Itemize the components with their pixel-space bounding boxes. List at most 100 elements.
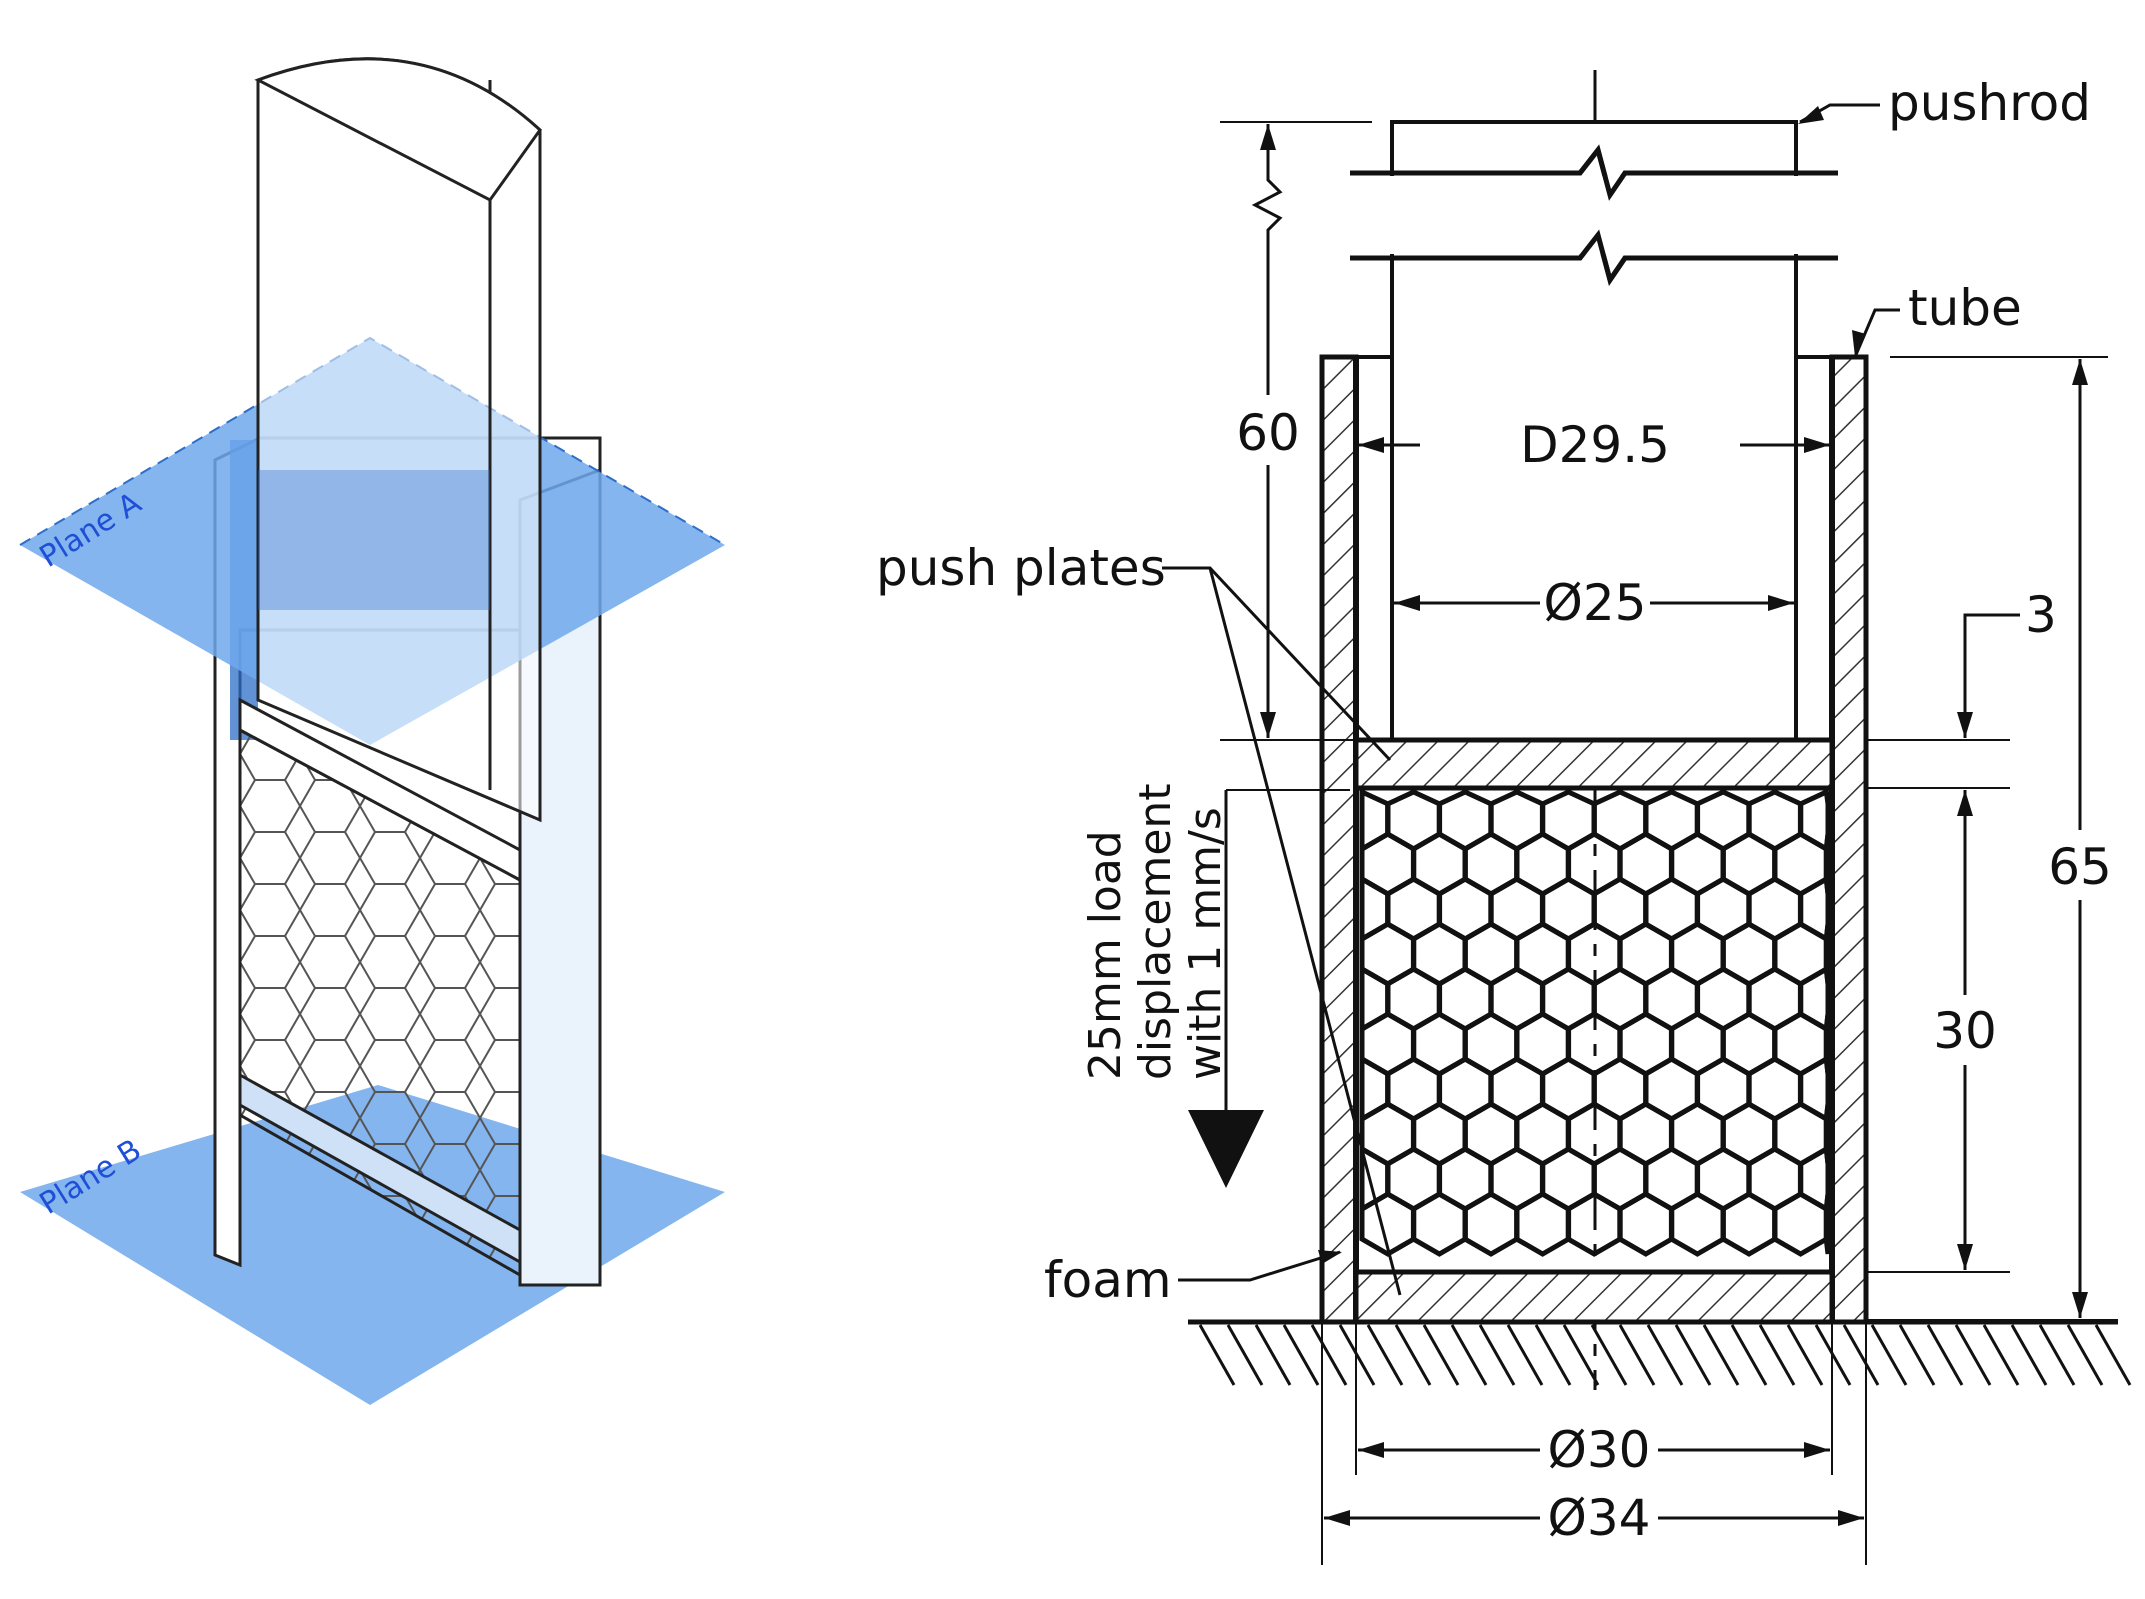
pushrod-leader-arrow bbox=[1798, 106, 1824, 124]
dim-d25-arrow-left bbox=[1394, 595, 1420, 611]
ground-hatch-stroke bbox=[1198, 1324, 1236, 1386]
foam-cell bbox=[1668, 1191, 1726, 1257]
ground-hatch-stroke bbox=[1982, 1324, 2020, 1386]
push-plate-iso-bottom bbox=[238, 1072, 522, 1265]
ground-hatch-stroke bbox=[1422, 1324, 1460, 1386]
load-note-line1: 25mm load bbox=[1080, 830, 1131, 1080]
dim-d295-text: D29.5 bbox=[1520, 416, 1670, 474]
dim-30-arrow-top bbox=[1957, 790, 1973, 816]
dim-65-gap bbox=[2040, 830, 2120, 900]
dim-d34-arrow-left bbox=[1324, 1510, 1350, 1526]
dim-60-text: 60 bbox=[1236, 404, 1300, 462]
dim-60-gap bbox=[1236, 395, 1300, 465]
tube-leader-arrow bbox=[1852, 330, 1866, 357]
tube-wall-right bbox=[1829, 354, 1869, 1325]
foam-cell bbox=[1410, 1191, 1468, 1257]
dim-3-text: 3 bbox=[2025, 586, 2057, 644]
load-note-line2: displacement bbox=[1130, 783, 1181, 1080]
dim-30-gap bbox=[1925, 995, 2005, 1065]
dim-d295-arrow-left bbox=[1358, 437, 1384, 453]
dim-d30-arrow-left bbox=[1358, 1442, 1384, 1458]
ground-hatch-stroke bbox=[1366, 1324, 1404, 1386]
dim-65-text: 65 bbox=[2048, 838, 2112, 896]
push-plate-top bbox=[1353, 737, 1835, 791]
ground-hatch-stroke bbox=[1898, 1324, 1936, 1386]
dim-d30-arrow-right bbox=[1804, 1442, 1830, 1458]
dim-d34-gap bbox=[1540, 1488, 1658, 1550]
isometric-view: Plane B Plane A bbox=[19, 57, 726, 1405]
dim-30-text: 30 bbox=[1933, 1002, 1997, 1060]
dim-d295-gap bbox=[1420, 412, 1740, 478]
push-plates-leader-b bbox=[1208, 567, 1402, 1296]
dim-60-line bbox=[1251, 124, 1283, 738]
dim-d30-gap bbox=[1540, 1420, 1658, 1482]
ground-hatch-stroke bbox=[1842, 1324, 1880, 1386]
foam-leader bbox=[1178, 1250, 1341, 1282]
pushrod-iso-top bbox=[254, 57, 542, 202]
pushrod-iso-shade bbox=[258, 470, 490, 610]
ground-hatch-stroke bbox=[1478, 1324, 1516, 1386]
dim-60-arrow-bottom bbox=[1260, 712, 1276, 738]
ground-hatch-stroke bbox=[1786, 1324, 1824, 1386]
push-plate-bottom bbox=[1353, 1269, 1835, 1325]
tube-label: tube bbox=[1908, 279, 2022, 337]
dim-d295-arrow-right bbox=[1804, 437, 1830, 453]
foam-cell bbox=[1823, 1193, 1831, 1255]
ground-hatch-stroke bbox=[2010, 1324, 2048, 1386]
ground-hatch-stroke bbox=[1618, 1324, 1656, 1386]
dim-d34-arrow-right bbox=[1838, 1510, 1864, 1526]
pushrod-break-2-redraw bbox=[1350, 229, 1838, 286]
dim-d25-text: Ø25 bbox=[1544, 574, 1647, 632]
ground-hatch-stroke bbox=[1450, 1324, 1488, 1386]
ground-hatch-stroke bbox=[1310, 1324, 1348, 1386]
foam-cell bbox=[1720, 1191, 1778, 1257]
load-arrow-head bbox=[1188, 1110, 1264, 1188]
section-view bbox=[1162, 70, 2132, 1565]
ground-hatch-stroke bbox=[1758, 1324, 1796, 1386]
ground-hatch-stroke bbox=[1590, 1324, 1628, 1386]
ground-hatch-stroke bbox=[2066, 1324, 2104, 1386]
ground-hatch-stroke bbox=[1254, 1324, 1292, 1386]
ground-hatch-stroke bbox=[1506, 1324, 1544, 1386]
ground-hatch-stroke bbox=[1226, 1324, 1264, 1386]
foam-cell bbox=[1514, 1191, 1572, 1257]
pushrod-break-1-redraw bbox=[1350, 144, 1838, 201]
dim-3-arrow bbox=[1957, 712, 1973, 738]
foam-honeycomb bbox=[1359, 788, 1831, 1257]
dim-d25-gap bbox=[1540, 572, 1650, 634]
ground-hatch-stroke bbox=[1926, 1324, 1964, 1386]
push-plates-label: push plates bbox=[876, 539, 1166, 597]
pushrod-label: pushrod bbox=[1888, 74, 2091, 132]
ground-hatch-stroke bbox=[1534, 1324, 1572, 1386]
dim-30-arrow-bottom bbox=[1957, 1244, 1973, 1270]
ground-hatch-stroke bbox=[1730, 1324, 1768, 1386]
ground-hatch-stroke bbox=[1646, 1324, 1684, 1386]
ground-hatch-stroke bbox=[1674, 1324, 1712, 1386]
tube-wall-left bbox=[1319, 354, 1359, 1325]
dim-d30-text: Ø30 bbox=[1548, 1421, 1651, 1479]
ground-hatch-stroke bbox=[1870, 1324, 1908, 1386]
push-plate-iso-top bbox=[238, 697, 522, 883]
ground-hatch bbox=[1198, 1324, 2132, 1386]
ground-hatch-stroke bbox=[1562, 1324, 1600, 1386]
load-note-line3: with 1 mm/s bbox=[1180, 807, 1231, 1080]
foam-cell bbox=[1617, 1191, 1675, 1257]
ground-hatch-stroke bbox=[1954, 1324, 1992, 1386]
dim-d25-arrow-right bbox=[1768, 595, 1794, 611]
dim-60-arrow-top bbox=[1260, 124, 1276, 150]
dim-3-leader bbox=[1963, 613, 2020, 738]
foam-cell bbox=[1772, 1191, 1830, 1257]
foam-label: foam bbox=[1044, 1251, 1172, 1309]
ground-hatch-stroke bbox=[1282, 1324, 1320, 1386]
dim-65-arrow-bottom bbox=[2072, 1292, 2088, 1318]
foam-cell bbox=[1462, 1191, 1520, 1257]
ground-hatch-stroke bbox=[1702, 1324, 1740, 1386]
dim-65-arrow-top bbox=[2072, 359, 2088, 385]
ground-hatch-stroke bbox=[2038, 1324, 2076, 1386]
ground-hatch-stroke bbox=[2094, 1324, 2132, 1386]
foam-leader-arrow bbox=[1318, 1250, 1342, 1264]
load-note: 25mm load displacement with 1 mm/s bbox=[1080, 783, 1231, 1080]
dim-d34-text: Ø34 bbox=[1548, 1489, 1651, 1547]
section-labels: pushrod tube push plates foam D29.5 Ø25 … bbox=[876, 74, 2112, 1547]
